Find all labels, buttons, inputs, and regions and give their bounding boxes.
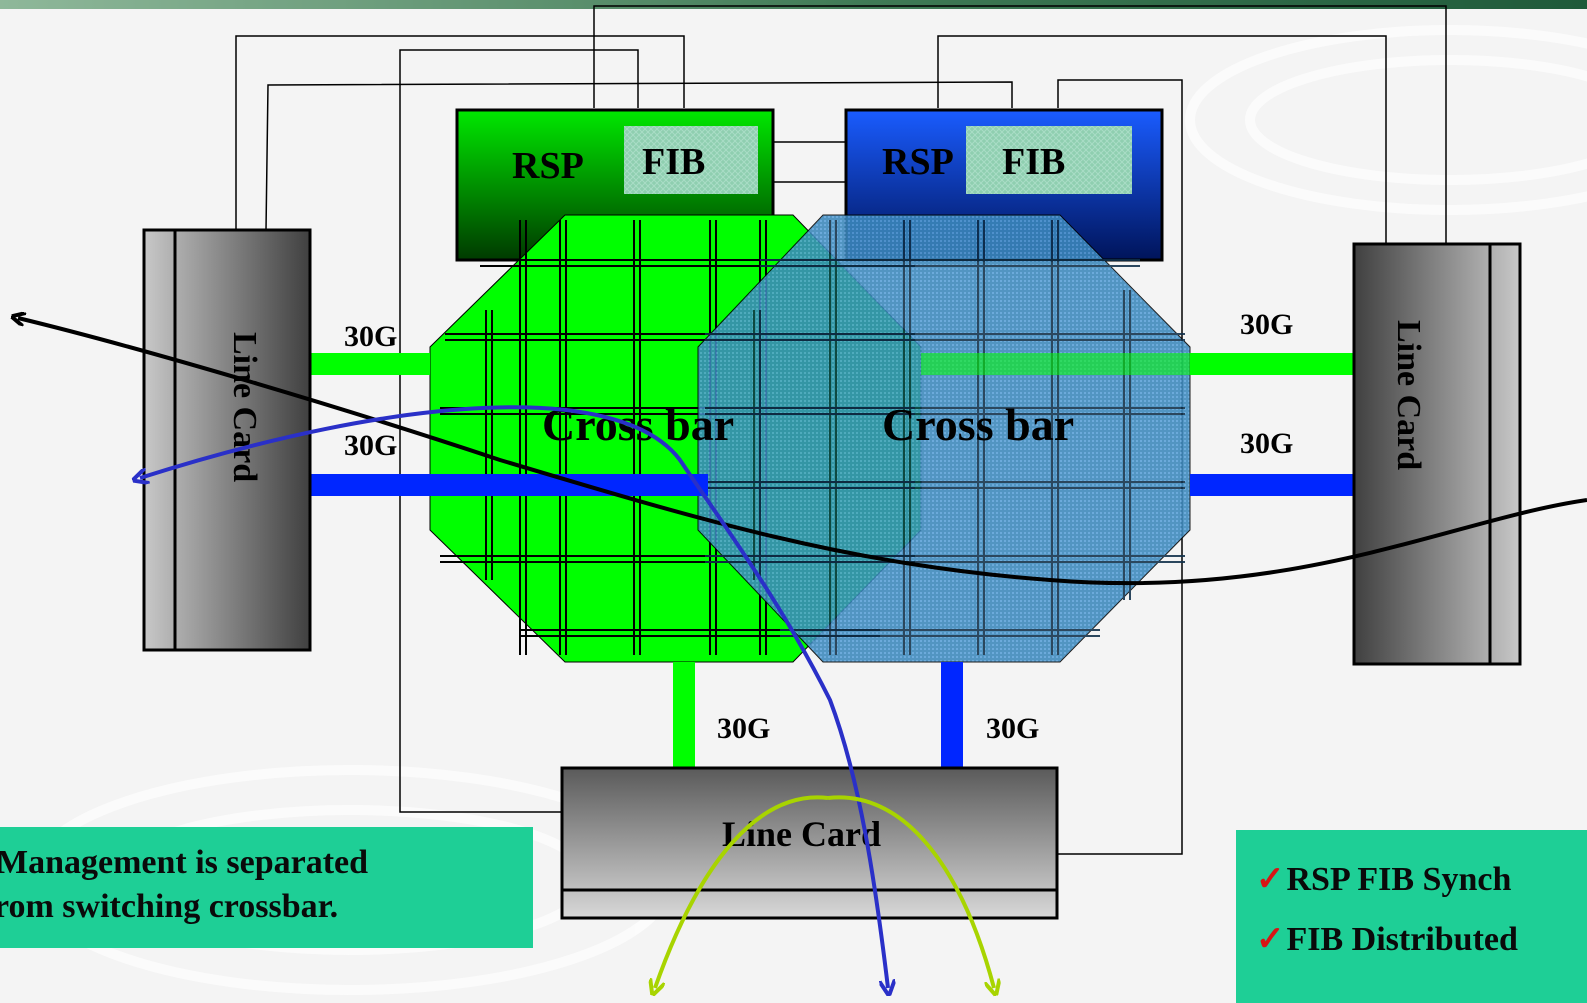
- link-bottom-left-label: 30G: [717, 712, 770, 745]
- note-left-line2: rom switching crossbar.: [0, 888, 339, 925]
- crossbar-blue: [697, 214, 1191, 663]
- note-left-line1: Management is separated: [0, 844, 369, 881]
- link-bottom-blue: [941, 662, 963, 769]
- link-left-blue: [310, 474, 708, 496]
- link-left-top-label: 30G: [344, 320, 397, 353]
- check-icon: ✓: [1256, 861, 1285, 898]
- link-bottom-green: [673, 662, 695, 769]
- check-icon: ✓: [1256, 921, 1285, 958]
- note-right-item-1: ✓RSP FIB Synch: [1256, 850, 1587, 910]
- note-management: Management is separated rom switching cr…: [0, 827, 533, 948]
- fib-blue-box: [966, 126, 1132, 194]
- flow-arrow-yellowgreen-left: [655, 795, 829, 988]
- crossbar-green-label: Cross bar: [542, 399, 734, 450]
- link-bottom-right-label: 30G: [986, 712, 1039, 745]
- management-wires: [235, 5, 1447, 855]
- line-card-left: Line Card: [142, 228, 312, 652]
- line-card-bottom: Line Card: [560, 766, 1059, 920]
- note-right-item-2: ✓FIB Distributed: [1256, 910, 1587, 970]
- fib-green-label: FIB: [642, 141, 705, 183]
- flow-arrow-black: [18, 318, 1587, 586]
- note-fib: ✓RSP FIB Synch ✓FIB Distributed: [1236, 830, 1587, 1003]
- link-left-green: [310, 353, 430, 375]
- rsp-blue-label: RSP: [882, 141, 954, 183]
- flow-arrow-blue-left: [140, 405, 682, 478]
- note-right-line2: FIB Distributed: [1286, 921, 1518, 958]
- rsp-green-label: RSP: [512, 145, 584, 187]
- line-card-right: Line Card: [1352, 242, 1522, 666]
- fib-blue-label: FIB: [1002, 141, 1065, 183]
- flow-arrow-yellowgreen-right: [827, 795, 994, 988]
- flow-arrow-blue-down: [678, 458, 888, 988]
- crossbar-blue-label: Cross bar: [882, 399, 1074, 450]
- link-right-top-label: 30G: [1240, 308, 1293, 341]
- line-card-right-label: Line Card: [1390, 320, 1427, 470]
- line-card-bottom-label: Line Card: [722, 814, 881, 854]
- link-right-bottom-label: 30G: [1240, 427, 1293, 460]
- note-right-line1: RSP FIB Synch: [1286, 861, 1512, 898]
- fib-green-box: [624, 126, 758, 194]
- line-card-left-label: Line Card: [226, 332, 263, 482]
- link-right-green-outside: [1190, 353, 1355, 375]
- link-right-blue: [1190, 474, 1355, 496]
- title-bar-band: [0, 0, 1587, 9]
- link-left-bottom-label: 30G: [344, 429, 397, 462]
